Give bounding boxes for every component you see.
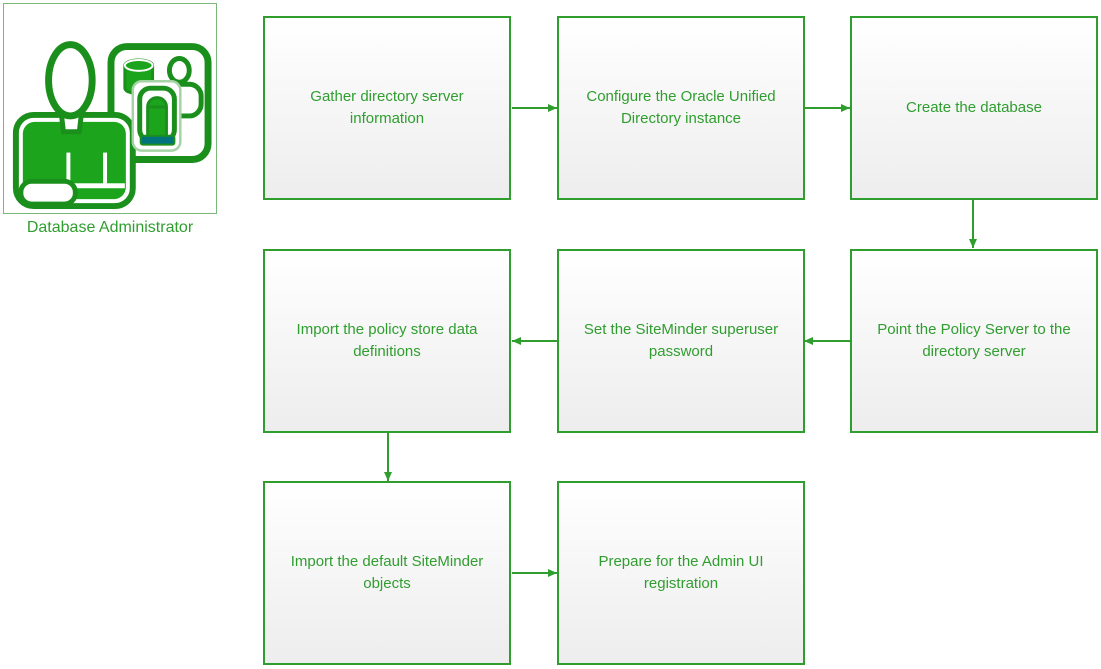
actor-label: Database Administrator [26,219,194,236]
flow-node-import-policy-store: Import the policy store data definitions [263,249,511,433]
flow-node-label: Point the Policy Server to the directory… [877,321,1071,360]
flow-node-label: Gather directory server information [310,88,464,127]
flow-node-import-default-objects: Import the default SiteMinder objects [263,481,511,665]
flow-node-gather-directory-info: Gather directory server information [263,16,511,200]
database-administrator-icon [3,3,217,214]
database-administrator-icon-art [12,41,212,210]
flow-node-label: Import the default SiteMinder objects [290,553,484,592]
flow-node-create-database: Create the database [850,16,1098,200]
flow-node-label: Set the SiteMinder superuser password [583,321,779,360]
flow-node-label: Create the database [906,99,1042,117]
flow-node-label: Import the policy store data definitions [296,321,478,360]
flow-node-prepare-adminui: Prepare for the Admin UI registration [557,481,805,665]
flow-node-configure-oud-instance: Configure the Oracle Unified Directory i… [557,16,805,200]
flow-node-point-policy-server: Point the Policy Server to the directory… [850,249,1098,433]
flow-node-set-superuser-password: Set the SiteMinder superuser password [557,249,805,433]
flow-node-label: Configure the Oracle Unified Directory i… [586,88,776,127]
flow-node-label: Prepare for the Admin UI registration [598,553,764,592]
